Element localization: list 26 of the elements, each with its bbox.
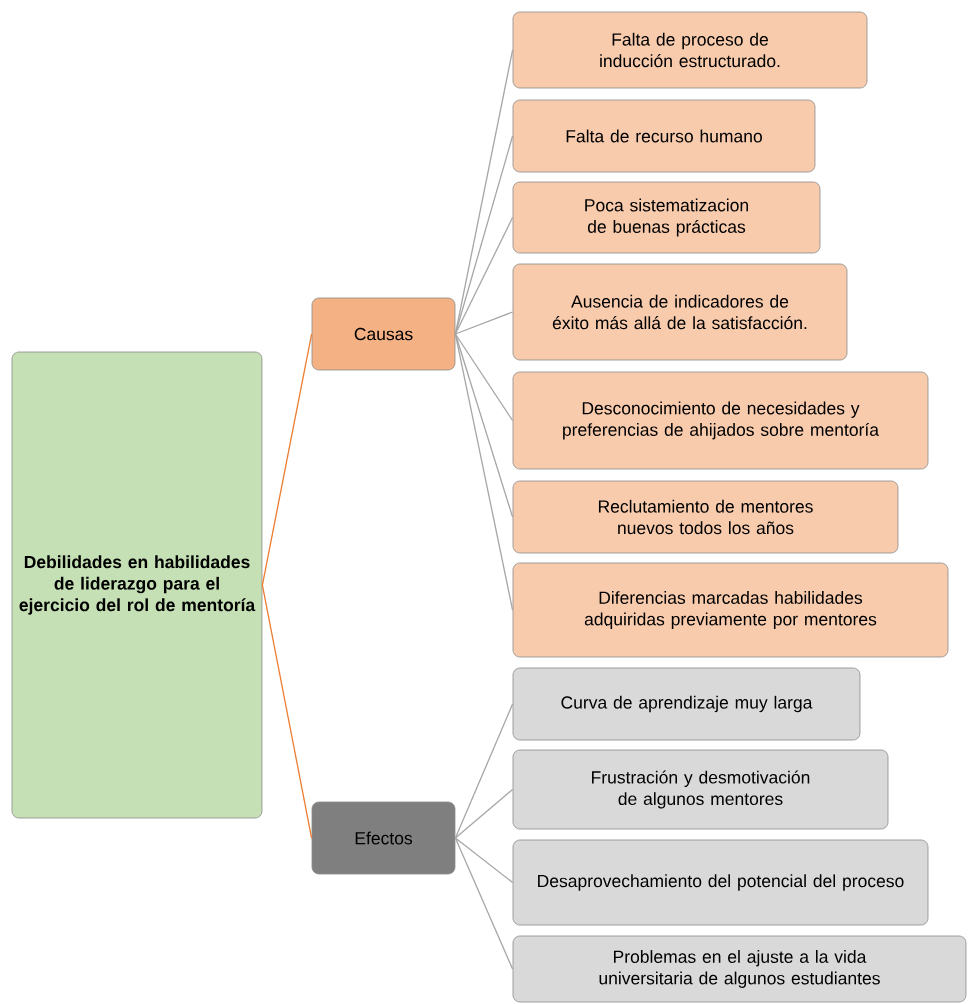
cause-box: Falta de recurso humano	[512, 99, 816, 173]
connector-line	[454, 135, 514, 335]
cause-box: Diferencias marcadas habilidades adquiridas previamente por mentores	[512, 562, 949, 658]
effect-box: Curva de aprendizaje muy larga	[512, 667, 861, 741]
topic-box: Debilidades en habilidades de liderazgo para el ejercicio del rol de mentoría	[11, 351, 263, 819]
connector-line	[454, 837, 514, 884]
effect-box: Problemas en el ajuste a la vida universitaria de algunos estudiantes	[512, 935, 967, 1003]
connector-line	[454, 333, 514, 518]
connector-line	[454, 333, 514, 422]
cause-box: Falta de proceso de inducción estructurado.	[512, 11, 868, 89]
connector-line	[454, 216, 514, 335]
connector-line	[454, 333, 514, 611]
cause-box: Poca sistematizacion de buenas prácticas	[512, 181, 821, 254]
cause-box: Desconocimiento de necesidades y preferencias de ahijados sobre mentoría	[512, 371, 929, 470]
category-box: Causas	[311, 297, 456, 371]
connector-line	[454, 837, 514, 970]
connector-line	[261, 333, 313, 586]
connector-line	[454, 703, 514, 839]
effect-box: Desaprovechamiento del potencial del proceso	[512, 839, 929, 926]
cause-box: Reclutamiento de mentores nuevos todos los años	[512, 480, 899, 554]
effect-box: Frustración y desmotivación de algunos mentores	[512, 749, 889, 830]
connector-line	[261, 584, 313, 839]
connector-line	[454, 788, 514, 839]
category-box: Efectos	[311, 801, 456, 875]
cause-box: Ausencia de indicadores de éxito más allá de la satisfacción.	[512, 263, 848, 361]
connector-line	[454, 311, 514, 335]
